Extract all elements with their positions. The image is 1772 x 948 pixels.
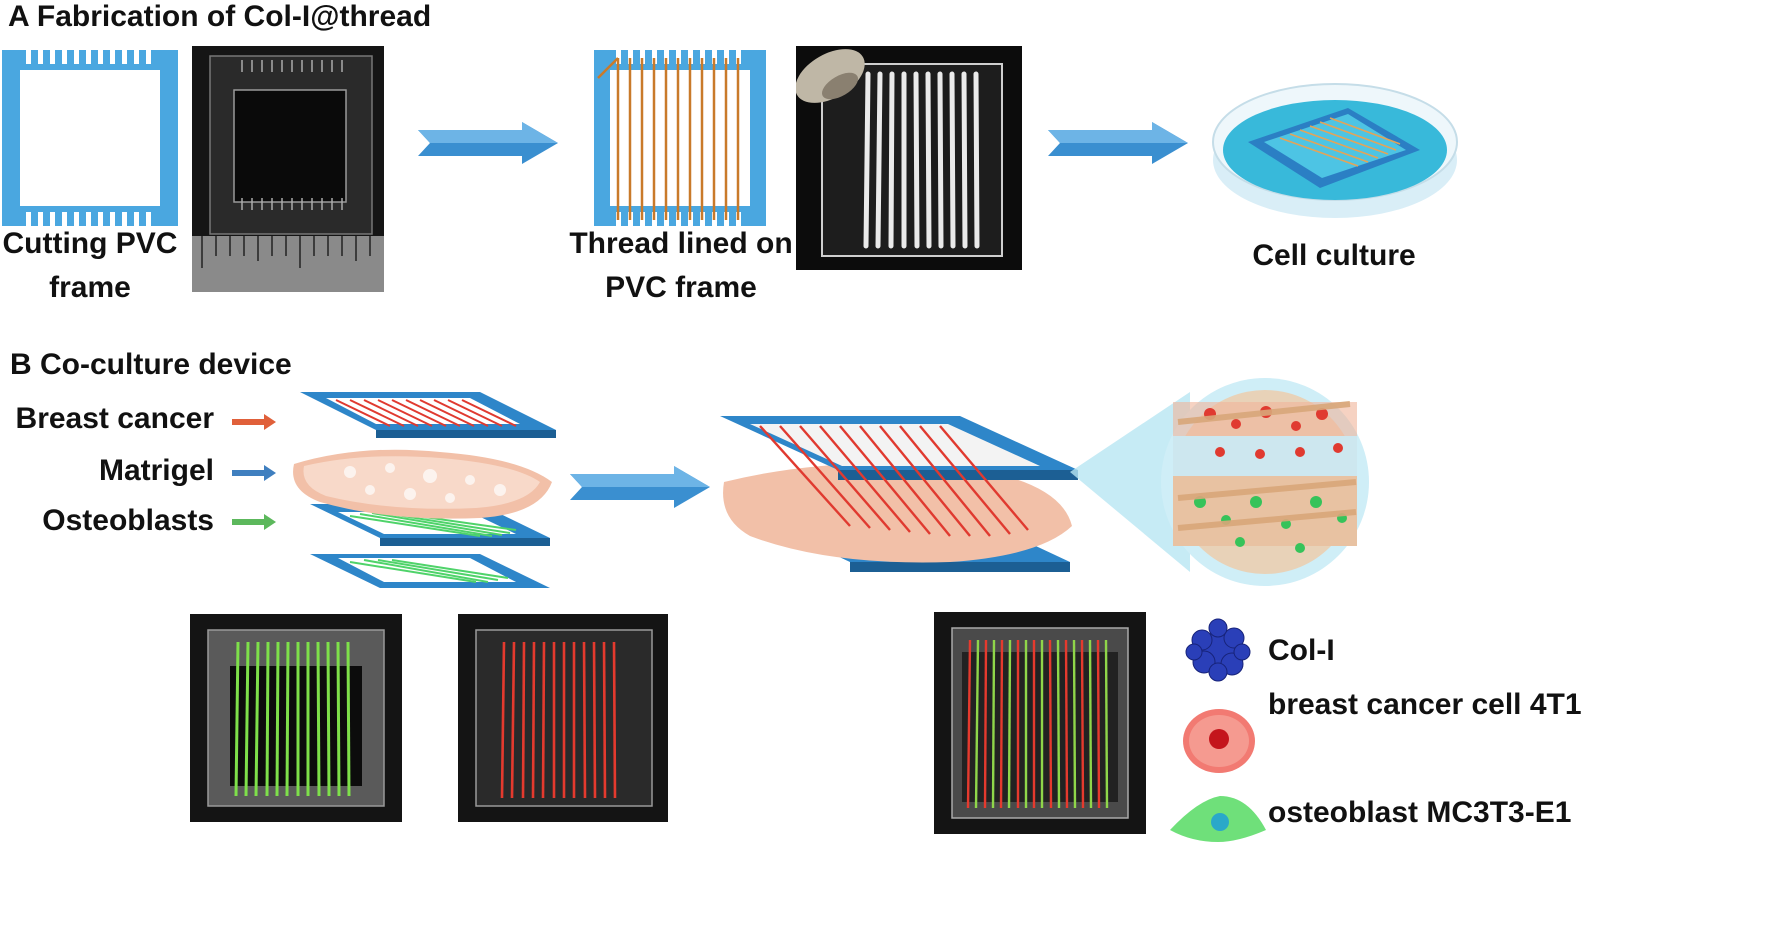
osteoblast-cell-icon	[1168, 790, 1268, 846]
label-breast-cancer: Breast cancer	[15, 402, 214, 435]
flow-arrow-3	[570, 466, 710, 508]
photo-osteoblast-threads	[190, 614, 402, 822]
flow-arrow-1	[418, 122, 558, 164]
legend-breast-cancer-cell: breast cancer cell 4T1	[1268, 688, 1582, 721]
photo-cut-pvc-frame	[192, 46, 384, 292]
legend-osteoblast-cell: osteoblast MC3T3-E1	[1268, 796, 1572, 829]
legend-col-i: Col-I	[1268, 634, 1335, 667]
panel-a-title: A Fabrication of Col-I@thread	[8, 0, 432, 33]
zoom-callout	[1060, 352, 1370, 612]
caption-cutting-pvc: Cutting PVC frame	[2, 227, 178, 304]
photo-coculture-threads	[934, 612, 1146, 834]
col-i-cluster-icon	[1180, 612, 1256, 688]
arrow-breast-cancer	[232, 414, 276, 430]
label-matrigel: Matrigel	[98, 454, 214, 487]
breast-cancer-layer	[300, 384, 556, 438]
caption-thread-lined: Thread lined on PVC frame	[569, 227, 793, 304]
panel-b-title: B Co-culture device	[10, 348, 292, 381]
pvc-frame-illustration	[0, 48, 180, 228]
assembled-device	[710, 386, 1090, 606]
arrow-osteoblasts	[232, 514, 276, 530]
arrow-matrigel	[232, 465, 276, 481]
flow-arrow-2	[1048, 122, 1188, 164]
photo-cancer-threads	[458, 614, 668, 822]
petri-dish-illustration	[1208, 72, 1462, 222]
exploded-device-layers	[280, 372, 570, 612]
threaded-pvc-frame-illustration	[592, 48, 768, 228]
matrigel-layer	[293, 449, 552, 519]
cancer-cell-icon	[1178, 706, 1260, 776]
caption-cell-culture: Cell culture	[1252, 239, 1416, 272]
photo-threaded-frame	[796, 46, 1022, 270]
label-osteoblasts: Osteoblasts	[42, 504, 214, 537]
